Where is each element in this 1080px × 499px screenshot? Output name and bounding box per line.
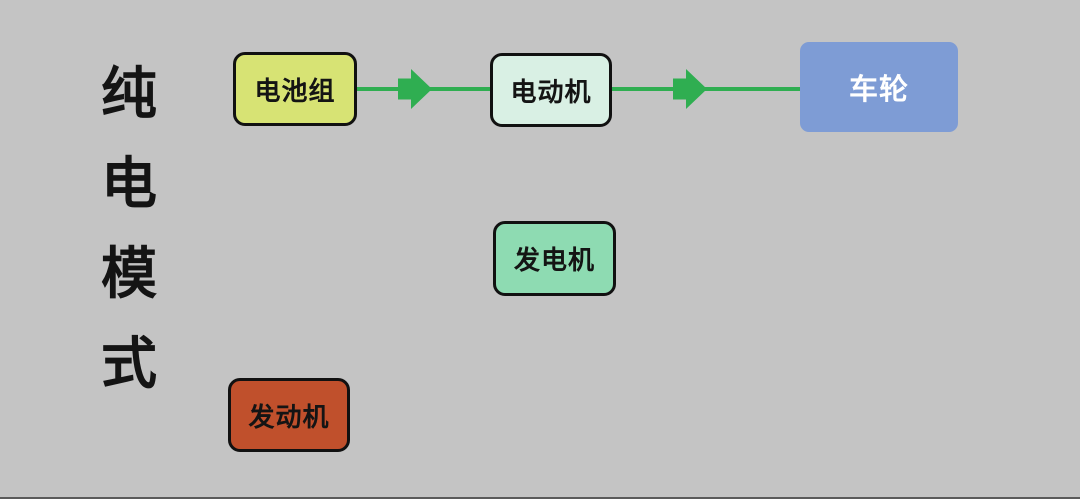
node-label: 电动机: [510, 76, 592, 107]
mode-title-char: 模: [101, 242, 157, 305]
bottom-border-line: [0, 497, 1080, 499]
node-label: 发动机: [248, 401, 330, 432]
mode-title: 纯 电 模 式: [98, 66, 160, 392]
node-wheel: 车轮: [800, 42, 958, 132]
arrow-motor-to-wheel: [610, 69, 802, 109]
node-generator: 发电机: [493, 221, 616, 296]
node-label: 电池组: [254, 75, 336, 106]
arrow-battery-to-motor: [354, 69, 492, 109]
node-battery-pack: 电池组: [233, 52, 357, 126]
mode-title-char: 纯: [101, 62, 157, 125]
mode-title-char: 式: [101, 332, 157, 395]
node-engine: 发动机: [228, 378, 350, 452]
node-label: 发电机: [513, 245, 595, 275]
node-electric-motor: 电动机: [490, 53, 612, 127]
mode-title-char: 电: [101, 152, 157, 215]
node-label: 车轮: [848, 74, 909, 106]
